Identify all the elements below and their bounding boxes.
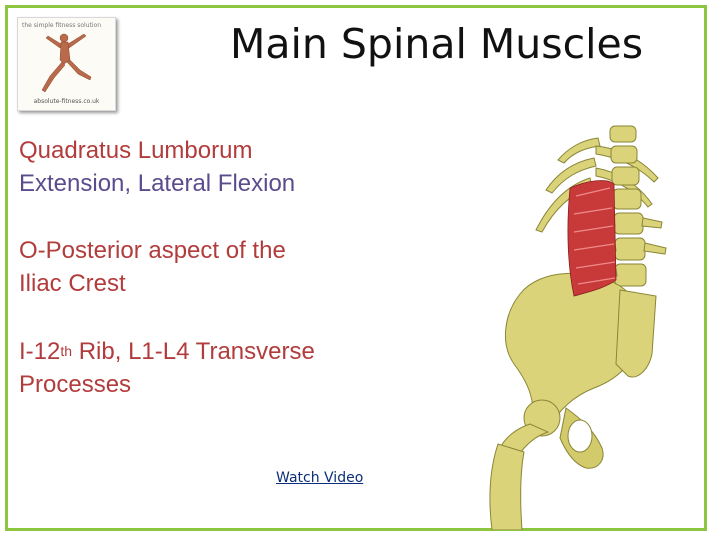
logo-tagline: the simple fitness solution	[22, 22, 102, 29]
insertion-line-2: Processes	[19, 371, 132, 398]
watch-video-link[interactable]: Watch Video	[276, 470, 364, 486]
slide-border	[5, 5, 707, 531]
origin-line-2: Iliac Crest	[19, 270, 126, 297]
logo-url: absolute-fitness.co.uk	[33, 98, 100, 105]
insertion-prefix: I-12	[19, 338, 61, 365]
page-title: Main Spinal Muscles	[230, 20, 644, 68]
origin-line-1: O-Posterior aspect of the	[19, 237, 286, 264]
logo: the simple fitness solution absolute-fit…	[17, 17, 116, 111]
muscle-actions: Extension, Lateral Flexion	[19, 170, 296, 197]
muscle-name: Quadratus Lumborum	[19, 137, 253, 164]
spine-pelvis-illustration	[489, 125, 667, 530]
insertion-line-1: I-12th Rib, L1-L4 Transverse	[19, 336, 315, 368]
leaping-figure-icon	[41, 33, 92, 93]
insertion-superscript: th	[60, 343, 73, 359]
insertion-rest: Rib, L1-L4 Transverse	[72, 338, 315, 365]
